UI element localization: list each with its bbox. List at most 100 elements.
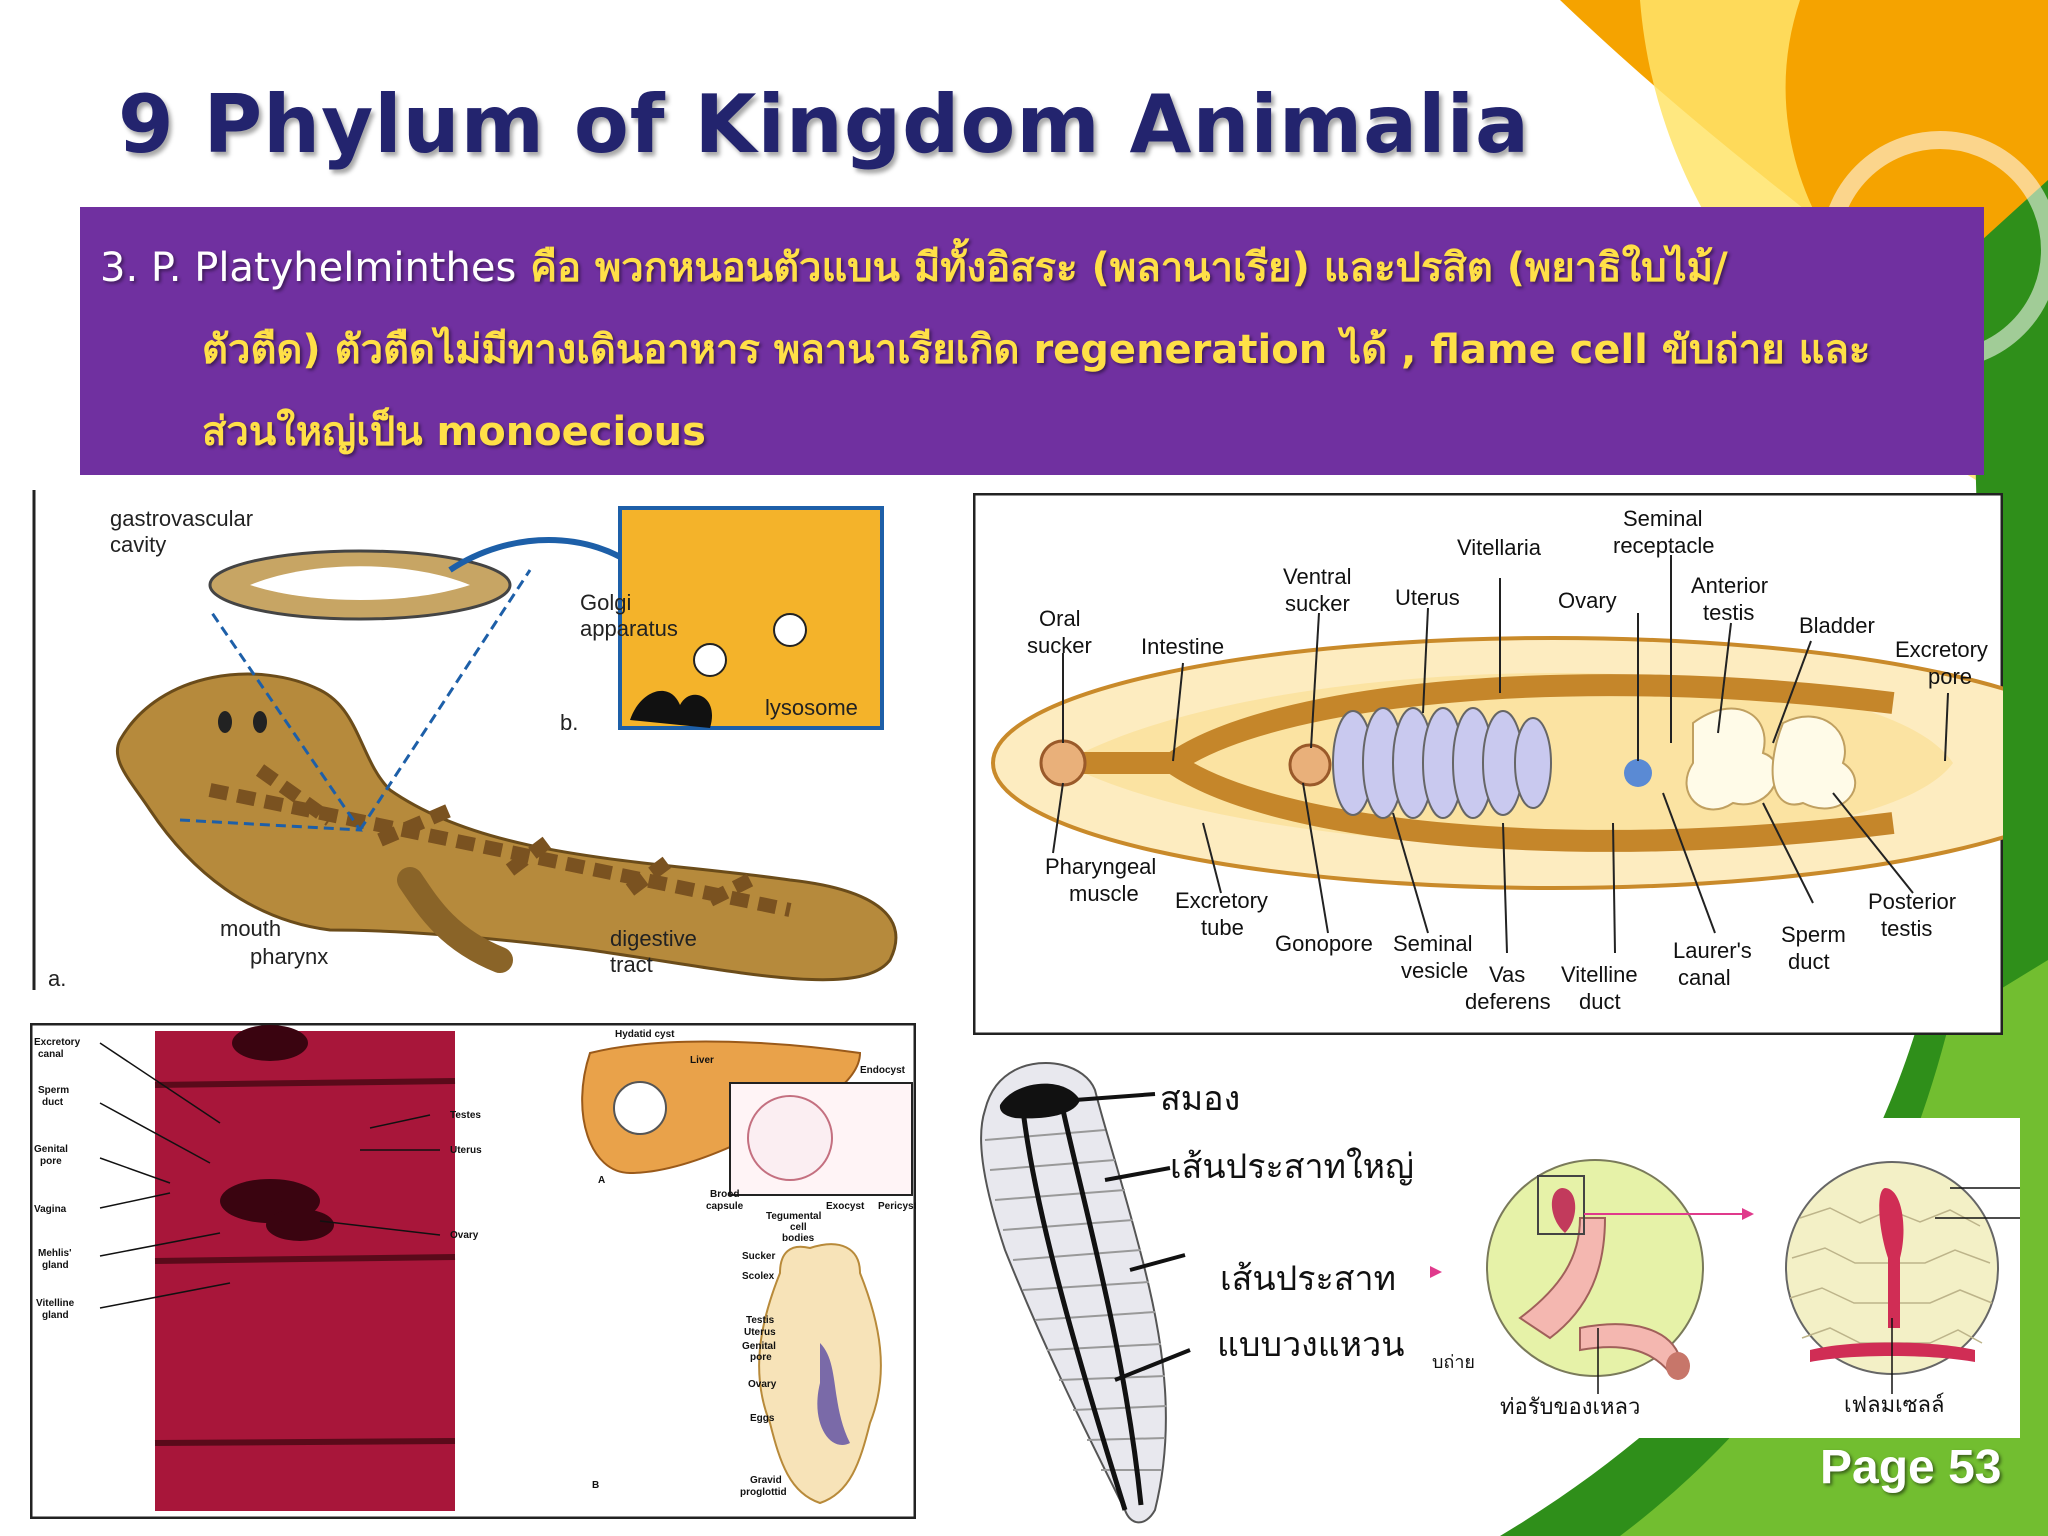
label-oral-1: Oral bbox=[1039, 606, 1081, 631]
label-digestive-2: tract bbox=[610, 952, 653, 977]
tw-label-brood-2: capsule bbox=[706, 1201, 744, 1212]
label-ladder-1: เส้นประสาท bbox=[1220, 1259, 1396, 1299]
tw-label-tegumental-3: bodies bbox=[782, 1233, 815, 1244]
tw-label-a: A bbox=[598, 1175, 605, 1186]
label-excretory-tube-1: Excretory bbox=[1175, 888, 1268, 913]
label-laurer-1: Laurer's bbox=[1673, 938, 1752, 963]
label-uterus: Uterus bbox=[1395, 585, 1460, 610]
tw-label-vitelline-1: Vitelline bbox=[36, 1298, 75, 1309]
tw-label-sucker: Sucker bbox=[742, 1251, 775, 1262]
tw-label-endocyst: Endocyst bbox=[860, 1065, 906, 1076]
tw-label-liver: Liver bbox=[690, 1055, 714, 1066]
page-number: Page 53 bbox=[1820, 1441, 2002, 1494]
tw-label-gravid-2: proglottid bbox=[740, 1487, 787, 1498]
label-b: b. bbox=[560, 710, 578, 735]
banner-line-3: ส่วนใหญ่เป็น monoecious bbox=[202, 409, 706, 455]
label-lysosome: lysosome bbox=[765, 695, 858, 720]
nerve-cord-left bbox=[1020, 1109, 1128, 1511]
label-mouth: mouth bbox=[220, 916, 281, 941]
tw-label-excretory-1: Excretory bbox=[34, 1037, 81, 1048]
tw-label-vagina: Vagina bbox=[34, 1204, 67, 1215]
tw-label-ovary-b: Ovary bbox=[748, 1379, 777, 1390]
planaria-diagram: gastrovascular cavity Golgi apparatus ly… bbox=[30, 490, 920, 1000]
label-ventral-2: sucker bbox=[1285, 591, 1350, 616]
label-bladder: Bladder bbox=[1799, 613, 1875, 638]
tapeworm-diagram: Excretory canal Sperm duct Genital pore … bbox=[30, 1023, 916, 1519]
nerve-cord-right bbox=[1060, 1109, 1144, 1506]
liver-fluke-diagram: Oral sucker Intestine Ventral sucker Ute… bbox=[973, 493, 2003, 1035]
label-oral-2: sucker bbox=[1027, 633, 1092, 658]
tw-label-tegumental-1: Tegumental bbox=[766, 1211, 822, 1222]
ventral-sucker bbox=[1288, 743, 1332, 787]
tw-label-ovary: Ovary bbox=[450, 1230, 479, 1241]
tw-label-exocyst: Exocyst bbox=[826, 1201, 865, 1212]
tw-label-genital-b-2: pore bbox=[750, 1352, 772, 1363]
tw-label-scolex: Scolex bbox=[742, 1271, 775, 1282]
label-collecting-duct: ท่อรับของเหลว bbox=[1500, 1395, 1640, 1420]
cell-inset bbox=[618, 506, 884, 730]
label-sperm-2: duct bbox=[1788, 949, 1830, 974]
label-excretory-pore-1: Excretory bbox=[1895, 637, 1988, 662]
label-vitellaria: Vitellaria bbox=[1457, 535, 1542, 560]
label-seminal-ves-1: Seminal bbox=[1393, 931, 1472, 956]
label-ladder-2: แบบวงแหวน bbox=[1217, 1325, 1404, 1365]
label-ovary: Ovary bbox=[1558, 588, 1617, 613]
tw-label-eggs: Eggs bbox=[750, 1413, 775, 1424]
label-sperm-1: Sperm bbox=[1781, 922, 1846, 947]
digestive-branches bbox=[208, 764, 792, 917]
label-pharyngeal-1: Pharyngeal bbox=[1045, 854, 1156, 879]
label-golgi-2: apparatus bbox=[580, 616, 678, 641]
banner-line-1: 3. P. Platyhelminthes คือ พวกหนอนตัวแบน … bbox=[100, 227, 1964, 309]
brain-ganglion bbox=[999, 1083, 1080, 1119]
tw-label-uterus: Uterus bbox=[450, 1145, 482, 1156]
label-vas-1: Vas bbox=[1489, 962, 1525, 987]
page-title: 9 Phylum of Kingdom Animalia bbox=[118, 78, 1530, 171]
tw-label-tegumental-2: cell bbox=[790, 1222, 807, 1233]
uterus-coils bbox=[1332, 707, 1552, 819]
label-intestine: Intestine bbox=[1141, 634, 1224, 659]
banner-line-1-text: คือ พวกหนอนตัวแบน มีทั้งอิสระ (พลานาเรีย… bbox=[530, 245, 1728, 291]
tw-label-gravid-1: Gravid bbox=[750, 1475, 782, 1486]
label-excrete: บถ่าย bbox=[1432, 1352, 1475, 1373]
label-gastro-2: cavity bbox=[110, 532, 166, 557]
tw-label-b: B bbox=[592, 1480, 599, 1491]
tw-label-uterus-b: Uterus bbox=[744, 1327, 776, 1338]
tw-label-sperm-2: duct bbox=[42, 1097, 64, 1108]
tw-label-brood-1: Brood bbox=[710, 1189, 739, 1200]
label-vitelline-2: duct bbox=[1579, 989, 1621, 1014]
label-gonopore: Gonopore bbox=[1275, 931, 1373, 956]
tw-label-sperm-1: Sperm bbox=[38, 1085, 69, 1096]
tw-label-excretory-2: canal bbox=[38, 1049, 64, 1060]
oral-sucker bbox=[1039, 739, 1087, 787]
proglottid-photo bbox=[155, 1031, 455, 1511]
intestine-branch-top bbox=[1063, 674, 1895, 774]
tw-label-genital-b-1: Genital bbox=[742, 1341, 776, 1352]
summary-banner: 3. P. Platyhelminthes คือ พวกหนอนตัวแบน … bbox=[80, 207, 1984, 475]
tw-label-pericyst: Pericyst bbox=[878, 1201, 916, 1212]
banner-lead: 3. P. Platyhelminthes bbox=[100, 245, 517, 291]
label-golgi-1: Golgi bbox=[580, 590, 631, 615]
tw-label-vitelline-2: gland bbox=[42, 1310, 69, 1321]
tw-label-testes: Testes bbox=[450, 1110, 481, 1121]
label-posterior-1: Posterior bbox=[1868, 889, 1956, 914]
pharynx-tube bbox=[397, 867, 513, 973]
tw-label-testis: Testis bbox=[746, 1315, 775, 1326]
label-seminal-rec-1: Seminal bbox=[1623, 506, 1702, 531]
label-gastro-1: gastrovascular bbox=[110, 506, 253, 531]
tw-label-genital-2: pore bbox=[40, 1156, 62, 1167]
label-seminal-ves-2: vesicle bbox=[1401, 958, 1468, 983]
tw-label-mehlis-1: Mehlis' bbox=[38, 1248, 72, 1259]
label-seminal-rec-2: receptacle bbox=[1613, 533, 1715, 558]
label-a: a. bbox=[48, 966, 66, 991]
planaria-body bbox=[115, 672, 898, 982]
label-laurer-2: canal bbox=[1678, 965, 1731, 990]
nervous-system-diagram: สมอง เส้นประสาทใหญ่ เส้นประสาท แบบวงแหวน bbox=[955, 1050, 1425, 1530]
label-anterior-1: Anterior bbox=[1691, 573, 1768, 598]
flame-cell-diagram: บถ่าย ท่อรับของเหลว เฟลมเซลล์ bbox=[1430, 1118, 2020, 1438]
label-main-nerve: เส้นประสาทใหญ่ bbox=[1170, 1147, 1414, 1187]
label-excretory-tube-2: tube bbox=[1201, 915, 1244, 940]
label-excretory-pore-2: pore bbox=[1928, 664, 1972, 689]
label-posterior-2: testis bbox=[1881, 916, 1932, 941]
label-ventral-1: Ventral bbox=[1283, 564, 1352, 589]
label-pharyngeal-2: muscle bbox=[1069, 881, 1139, 906]
